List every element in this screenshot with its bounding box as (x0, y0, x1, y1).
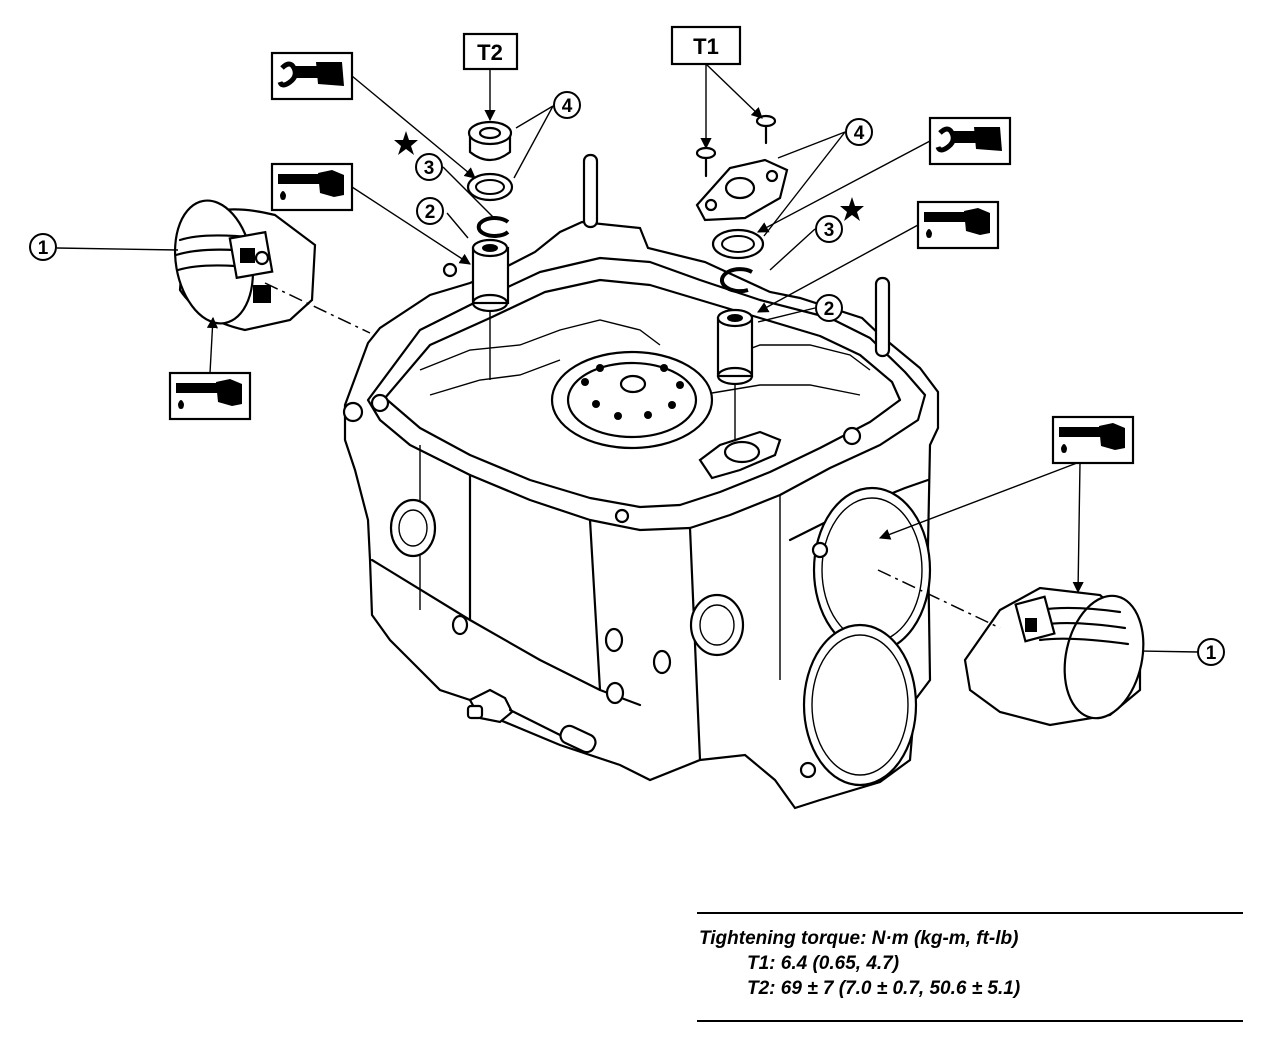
oil-can-icon (168, 371, 252, 421)
svg-text:4: 4 (854, 123, 865, 144)
t2-label-box: T2 (462, 32, 519, 71)
t1-label-box: T1 (670, 25, 742, 66)
star-icon (840, 197, 864, 221)
pipe-right (716, 308, 754, 440)
callout-4-left: 4 (553, 91, 581, 119)
svg-text:1: 1 (38, 238, 49, 259)
callout-4-right: 4 (845, 118, 873, 146)
torque-title: Tightening torque: N·m (kg-m, ft-lb) (699, 928, 1019, 949)
pipe-left (471, 238, 510, 380)
oil-can-icon (1051, 415, 1135, 465)
oil-can-icon (916, 200, 1000, 250)
callout-3-left: 3 (415, 153, 443, 181)
callout-3-right: 3 (815, 215, 843, 243)
oil-can-icon (270, 162, 354, 212)
svg-text:2: 2 (425, 202, 436, 223)
svg-text:T1: T1 (693, 34, 719, 59)
snap-ring-left (476, 216, 510, 238)
o-ring-left (466, 172, 514, 202)
plug-t2 (467, 120, 513, 162)
callout-1-right: 1 (1197, 638, 1225, 666)
svg-text:2: 2 (824, 299, 835, 320)
svg-text:1: 1 (1206, 643, 1217, 664)
svg-text:3: 3 (824, 220, 835, 241)
o-ring-right (711, 228, 765, 260)
star-icon (394, 131, 418, 155)
torque-t1-value: T1: 6.4 (0.65, 4.7) (747, 953, 900, 974)
callout-2-left: 2 (416, 197, 444, 225)
piston-right (963, 586, 1145, 727)
liquid-gasket-icon (930, 118, 1010, 164)
svg-text:3: 3 (424, 158, 435, 179)
torque-spec-table: Tightening torque: N·m (kg-m, ft-lb) T1:… (697, 912, 1243, 1022)
engine-block (342, 153, 940, 810)
callout-2-right: 2 (815, 294, 843, 322)
callout-1-left: 1 (29, 233, 57, 261)
leader-lines (56, 63, 1199, 653)
svg-text:T2: T2 (477, 40, 503, 65)
snap-ring-right (719, 267, 753, 294)
svg-text:4: 4 (562, 96, 573, 117)
torque-t2-value: T2: 69 ± 7 (7.0 ± 0.7, 50.6 ± 5.1) (747, 978, 1021, 999)
piston-left (173, 199, 317, 332)
liquid-gasket-icon (272, 53, 352, 99)
flange-plate-right (695, 158, 789, 222)
